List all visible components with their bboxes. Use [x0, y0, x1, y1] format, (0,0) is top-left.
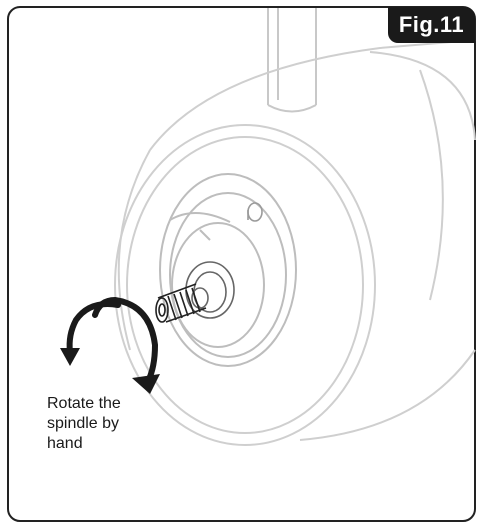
- caption-line: spindle by: [47, 415, 120, 432]
- figure-frame: [7, 6, 476, 522]
- threaded-spindle: [155, 283, 207, 323]
- arrow-head-right: [132, 374, 160, 394]
- instruction-caption: Rotate the spindle by hand: [47, 394, 167, 454]
- caption-line: Rotate the: [47, 395, 121, 412]
- caption-line: hand: [47, 435, 83, 452]
- support-posts: [267, 8, 317, 113]
- figure-number-badge: Fig.11: [388, 7, 475, 43]
- arrow-head-left: [60, 348, 80, 366]
- hub-rings: [159, 173, 297, 367]
- wheel-body: [114, 39, 476, 446]
- hub-pin: [247, 202, 263, 222]
- figure-number-label: Fig.11: [398, 12, 465, 37]
- rotation-arrow-icon: [66, 296, 159, 388]
